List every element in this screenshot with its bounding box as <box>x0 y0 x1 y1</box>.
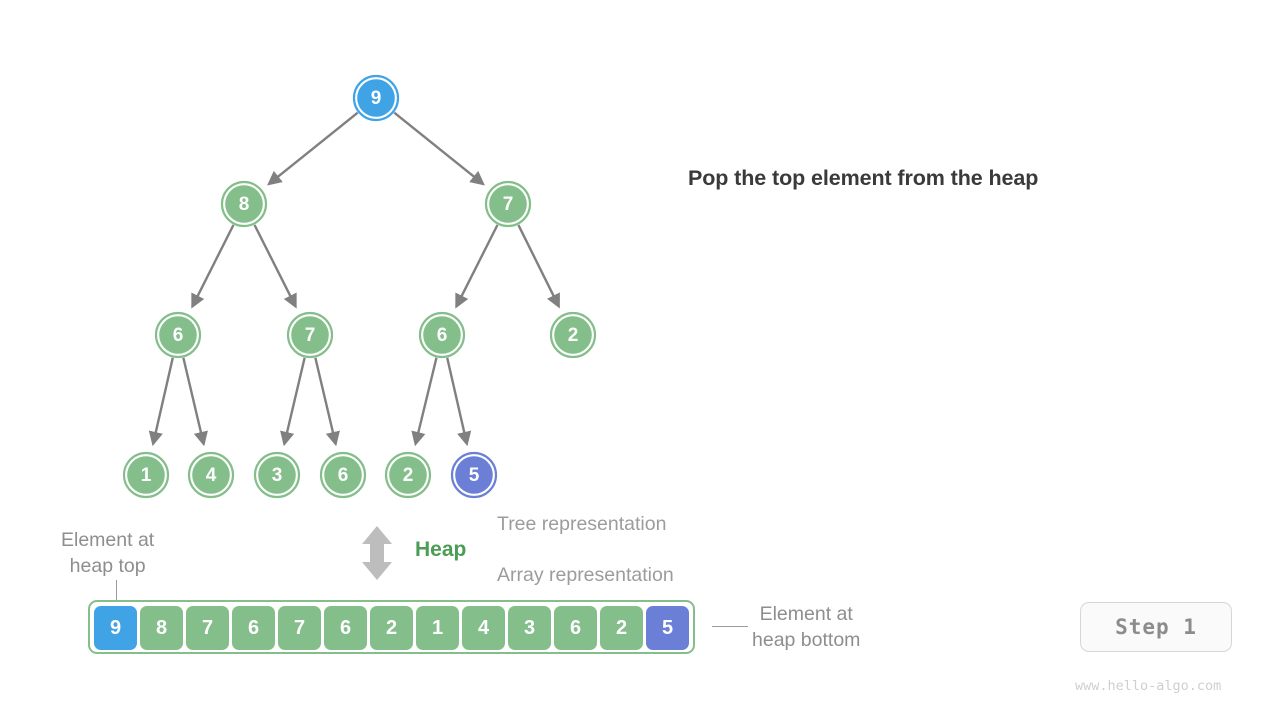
heap-top-leader-line <box>116 580 118 604</box>
array-cell[interactable]: 1 <box>416 606 459 650</box>
tree-node-outer-ring <box>418 311 466 359</box>
tree-node-value: 4 <box>206 465 217 486</box>
array-cell[interactable]: 2 <box>370 606 413 650</box>
tree-node[interactable]: 6 <box>319 451 367 499</box>
tree-node[interactable]: 8 <box>220 180 268 228</box>
tree-edge <box>393 111 485 186</box>
array-cell[interactable]: 3 <box>508 606 551 650</box>
array-cell[interactable]: 5 <box>646 606 689 650</box>
tree-node-body <box>225 185 263 223</box>
tree-edge <box>314 357 340 447</box>
tree-node[interactable]: 1 <box>122 451 170 499</box>
heap-top-annotation-line2: heap top <box>69 555 146 577</box>
tree-node-outer-ring <box>384 451 432 499</box>
array-cell[interactable]: 4 <box>462 606 505 650</box>
tree-edge <box>411 357 438 447</box>
tree-node[interactable]: 7 <box>286 311 334 359</box>
tree-node-outer-ring <box>286 311 334 359</box>
tree-node[interactable]: 2 <box>384 451 432 499</box>
double-arrow-icon <box>362 526 392 580</box>
heap-bottom-annotation-line1: Element at <box>759 603 853 625</box>
tree-node-value: 1 <box>141 465 152 486</box>
tree-node-body <box>455 456 493 494</box>
tree-node-body <box>291 316 329 354</box>
heap-label: Heap <box>415 538 467 561</box>
tree-node-value: 2 <box>403 465 414 486</box>
tree-node-body <box>127 456 165 494</box>
tree-node[interactable]: 3 <box>253 451 301 499</box>
array-representation-label: Array representation <box>497 564 674 586</box>
array-cell[interactable]: 6 <box>232 606 275 650</box>
tree-node[interactable]: 2 <box>549 311 597 359</box>
tree-edge <box>148 357 174 447</box>
tree-node-outer-ring <box>122 451 170 499</box>
array-cell[interactable]: 6 <box>324 606 367 650</box>
array-cell[interactable]: 8 <box>140 606 183 650</box>
tree-representation-label: Tree representation <box>497 513 667 535</box>
tree-node[interactable]: 9 <box>352 74 400 122</box>
tree-node-outer-ring <box>450 451 498 499</box>
array-cell[interactable]: 7 <box>186 606 229 650</box>
tree-edge <box>280 357 306 447</box>
tree-node[interactable]: 6 <box>418 311 466 359</box>
tree-node-body <box>357 79 395 117</box>
tree-node[interactable]: 5 <box>450 451 498 499</box>
tree-node-body <box>554 316 592 354</box>
array-cell[interactable]: 6 <box>554 606 597 650</box>
tree-node-outer-ring <box>352 74 400 122</box>
tree-node[interactable]: 6 <box>154 311 202 359</box>
tree-node-outer-ring <box>549 311 597 359</box>
tree-node-body <box>258 456 296 494</box>
tree-node-value: 6 <box>437 325 448 346</box>
tree-node-outer-ring <box>484 180 532 228</box>
page-title: Pop the top element from the heap <box>688 166 1039 190</box>
tree-edge <box>267 111 359 186</box>
tree-node-body <box>192 456 230 494</box>
tree-edge <box>446 357 472 447</box>
array-cell[interactable]: 9 <box>94 606 137 650</box>
tree-node-outer-ring <box>220 180 268 228</box>
tree-edge <box>517 224 560 309</box>
heap-bottom-leader-line <box>712 626 748 628</box>
step-badge: Step 1 <box>1080 602 1232 652</box>
tree-node-body <box>324 456 362 494</box>
tree-node-outer-ring <box>319 451 367 499</box>
tree-node-value: 2 <box>568 325 579 346</box>
tree-node-value: 5 <box>469 465 480 486</box>
heap-top-annotation: Element at heap top <box>61 527 154 579</box>
tree-edge <box>191 224 235 309</box>
tree-node-outer-ring <box>187 451 235 499</box>
tree-node-body <box>159 316 197 354</box>
tree-node-value: 6 <box>173 325 184 346</box>
tree-node-outer-ring <box>154 311 202 359</box>
tree-node[interactable]: 7 <box>484 180 532 228</box>
tree-node-value: 8 <box>239 194 250 215</box>
heap-top-annotation-line1: Element at <box>61 529 155 551</box>
tree-node-body <box>389 456 427 494</box>
watermark: www.hello-algo.com <box>1075 678 1222 694</box>
tree-edge <box>253 224 297 309</box>
tree-edge <box>182 357 208 447</box>
tree-node-value: 6 <box>338 465 349 486</box>
array-cell[interactable]: 7 <box>278 606 321 650</box>
tree-node[interactable]: 4 <box>187 451 235 499</box>
heap-bottom-annotation: Element at heap bottom <box>752 601 860 653</box>
heap-bottom-annotation-line2: heap bottom <box>752 629 861 651</box>
tree-node-value: 9 <box>371 88 382 109</box>
tree-node-body <box>423 316 461 354</box>
tree-edge <box>455 224 499 309</box>
tree-node-value: 3 <box>272 465 283 486</box>
tree-node-body <box>489 185 527 223</box>
tree-node-value: 7 <box>503 194 514 215</box>
array-cell[interactable]: 2 <box>600 606 643 650</box>
tree-nodes: 9 8 7 6 7 6 2 1 4 3 6 2 5 <box>122 74 597 499</box>
tree-node-value: 7 <box>305 325 316 346</box>
tree-edges <box>148 111 560 447</box>
tree-node-outer-ring <box>253 451 301 499</box>
